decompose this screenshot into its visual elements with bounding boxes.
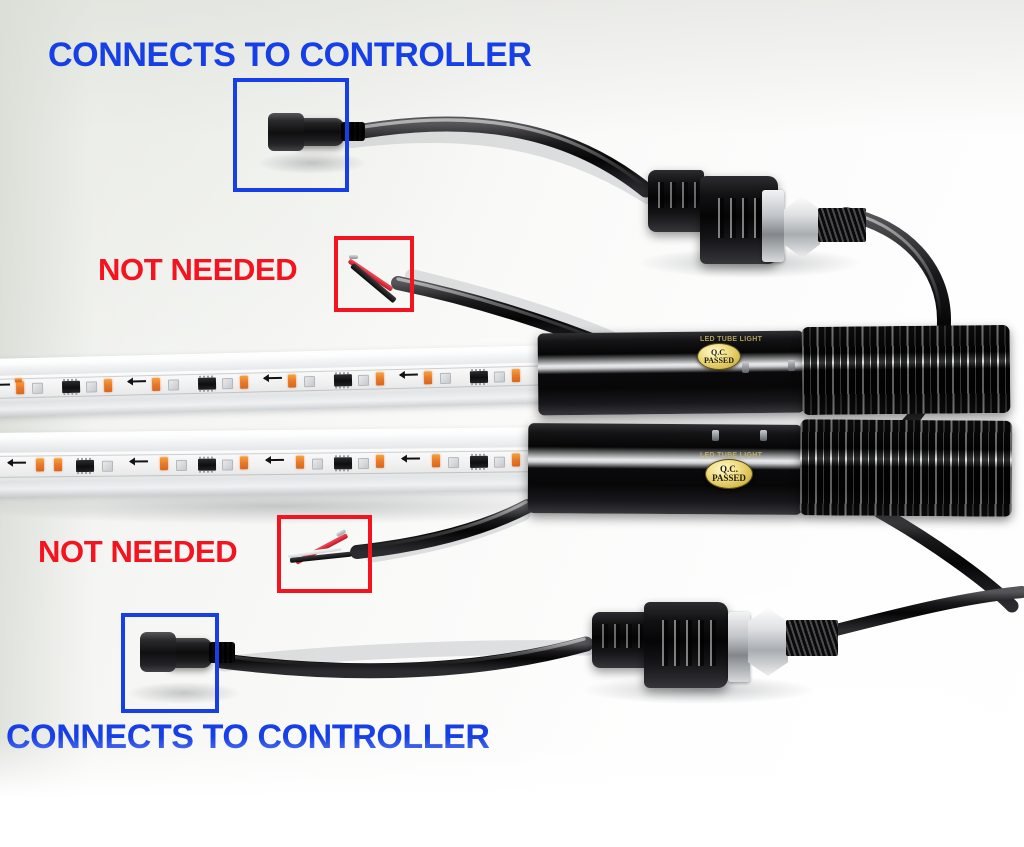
bottom-mount-hex-nut [748,608,788,676]
upper-housing-grooves-2 [648,338,654,408]
bottom-mount-body-flutes [596,624,642,648]
top-connector-plug-head [268,113,304,151]
top-connector-box [233,78,349,192]
bottom-mount-threaded-stud [786,620,838,656]
upper-housing-marking: LED TUBE LIGHT [700,336,763,343]
bottom-mount-body [592,612,648,668]
lower-housing-grooves-2 [644,430,650,508]
lower-qc-line2: PASSED [712,473,746,483]
lower-housing-screw-2 [760,430,767,441]
upper-housing-screw-2 [788,360,795,371]
top-lead-tip [349,255,358,259]
bottom-connector-box [121,613,219,713]
lower-led-strip [0,446,569,482]
upper-qc-sticker: Q.C. PASSED [697,343,741,370]
top-not-needed-label: NOT NEEDED [98,252,298,287]
upper-housing-grooves [596,338,602,408]
upper-housing-screw-1 [742,362,749,373]
top-mount-body-flutes [652,182,698,208]
bottom-mount-cone-flutes [656,620,718,666]
top-mount-threaded-stud [818,208,866,242]
upper-qc-line2: PASSED [703,355,735,365]
lower-housing-marking: LED TUBE LIGHT [700,452,763,459]
top-mount-washer [762,190,784,262]
upper-qc-line1: Q.C. [711,347,727,357]
top-connector-plug [296,118,344,146]
top-connector-label: CONNECTS TO CONTROLLER [48,36,532,74]
bottom-connector-plug-head [140,632,176,672]
top-mount-hex-nut [784,196,820,258]
top-mount-cone-flutes [712,198,770,238]
lower-qc-line1: Q.C. [720,464,738,474]
upper-aluminium-housing [537,330,805,416]
lower-housing-endcap [799,419,1013,517]
bottom-fade [0,737,1024,847]
bottom-not-needed-label: NOT NEEDED [38,534,238,569]
lower-qc-sticker: Q.C. PASSED [705,459,753,489]
lower-housing-screw-1 [712,430,719,441]
lower-led-tube [0,426,569,498]
top-not-needed-box [334,236,414,312]
bottom-mount-washer [728,612,750,682]
bottom-not-needed-box [277,515,372,593]
upper-led-strip [0,361,569,403]
upper-housing-endcap [801,324,1011,416]
lower-housing-grooves [592,430,598,508]
